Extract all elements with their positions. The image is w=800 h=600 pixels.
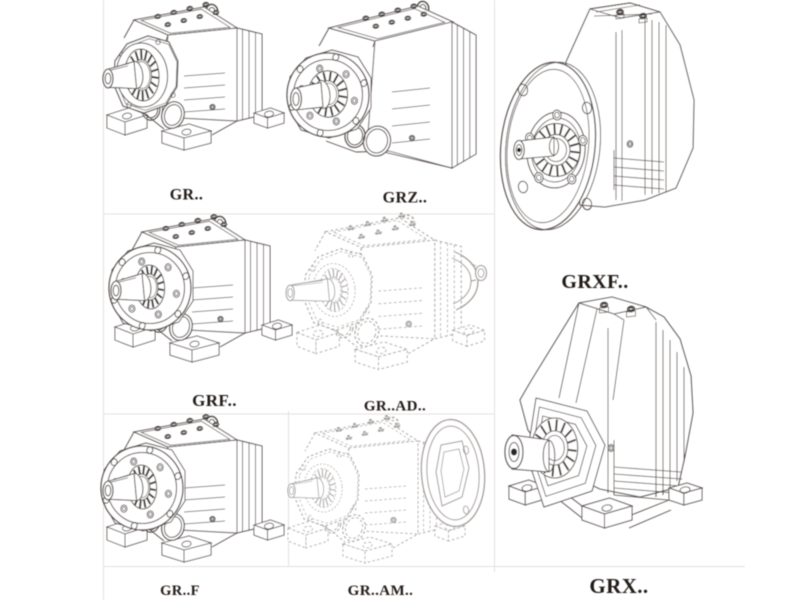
svg-text:GRZ..: GRZ.. [383,190,428,207]
svg-text:GRX..: GRX.. [589,574,648,598]
svg-text:GR..F: GR..F [160,583,200,599]
svg-text:GRF..: GRF.. [192,391,237,410]
svg-text:GR..AM..: GR..AM.. [348,583,414,599]
svg-text:GR..: GR.. [170,187,204,204]
svg-text:GR..AD..: GR..AD.. [364,399,426,415]
svg-text:GRXF..: GRXF.. [561,271,628,293]
